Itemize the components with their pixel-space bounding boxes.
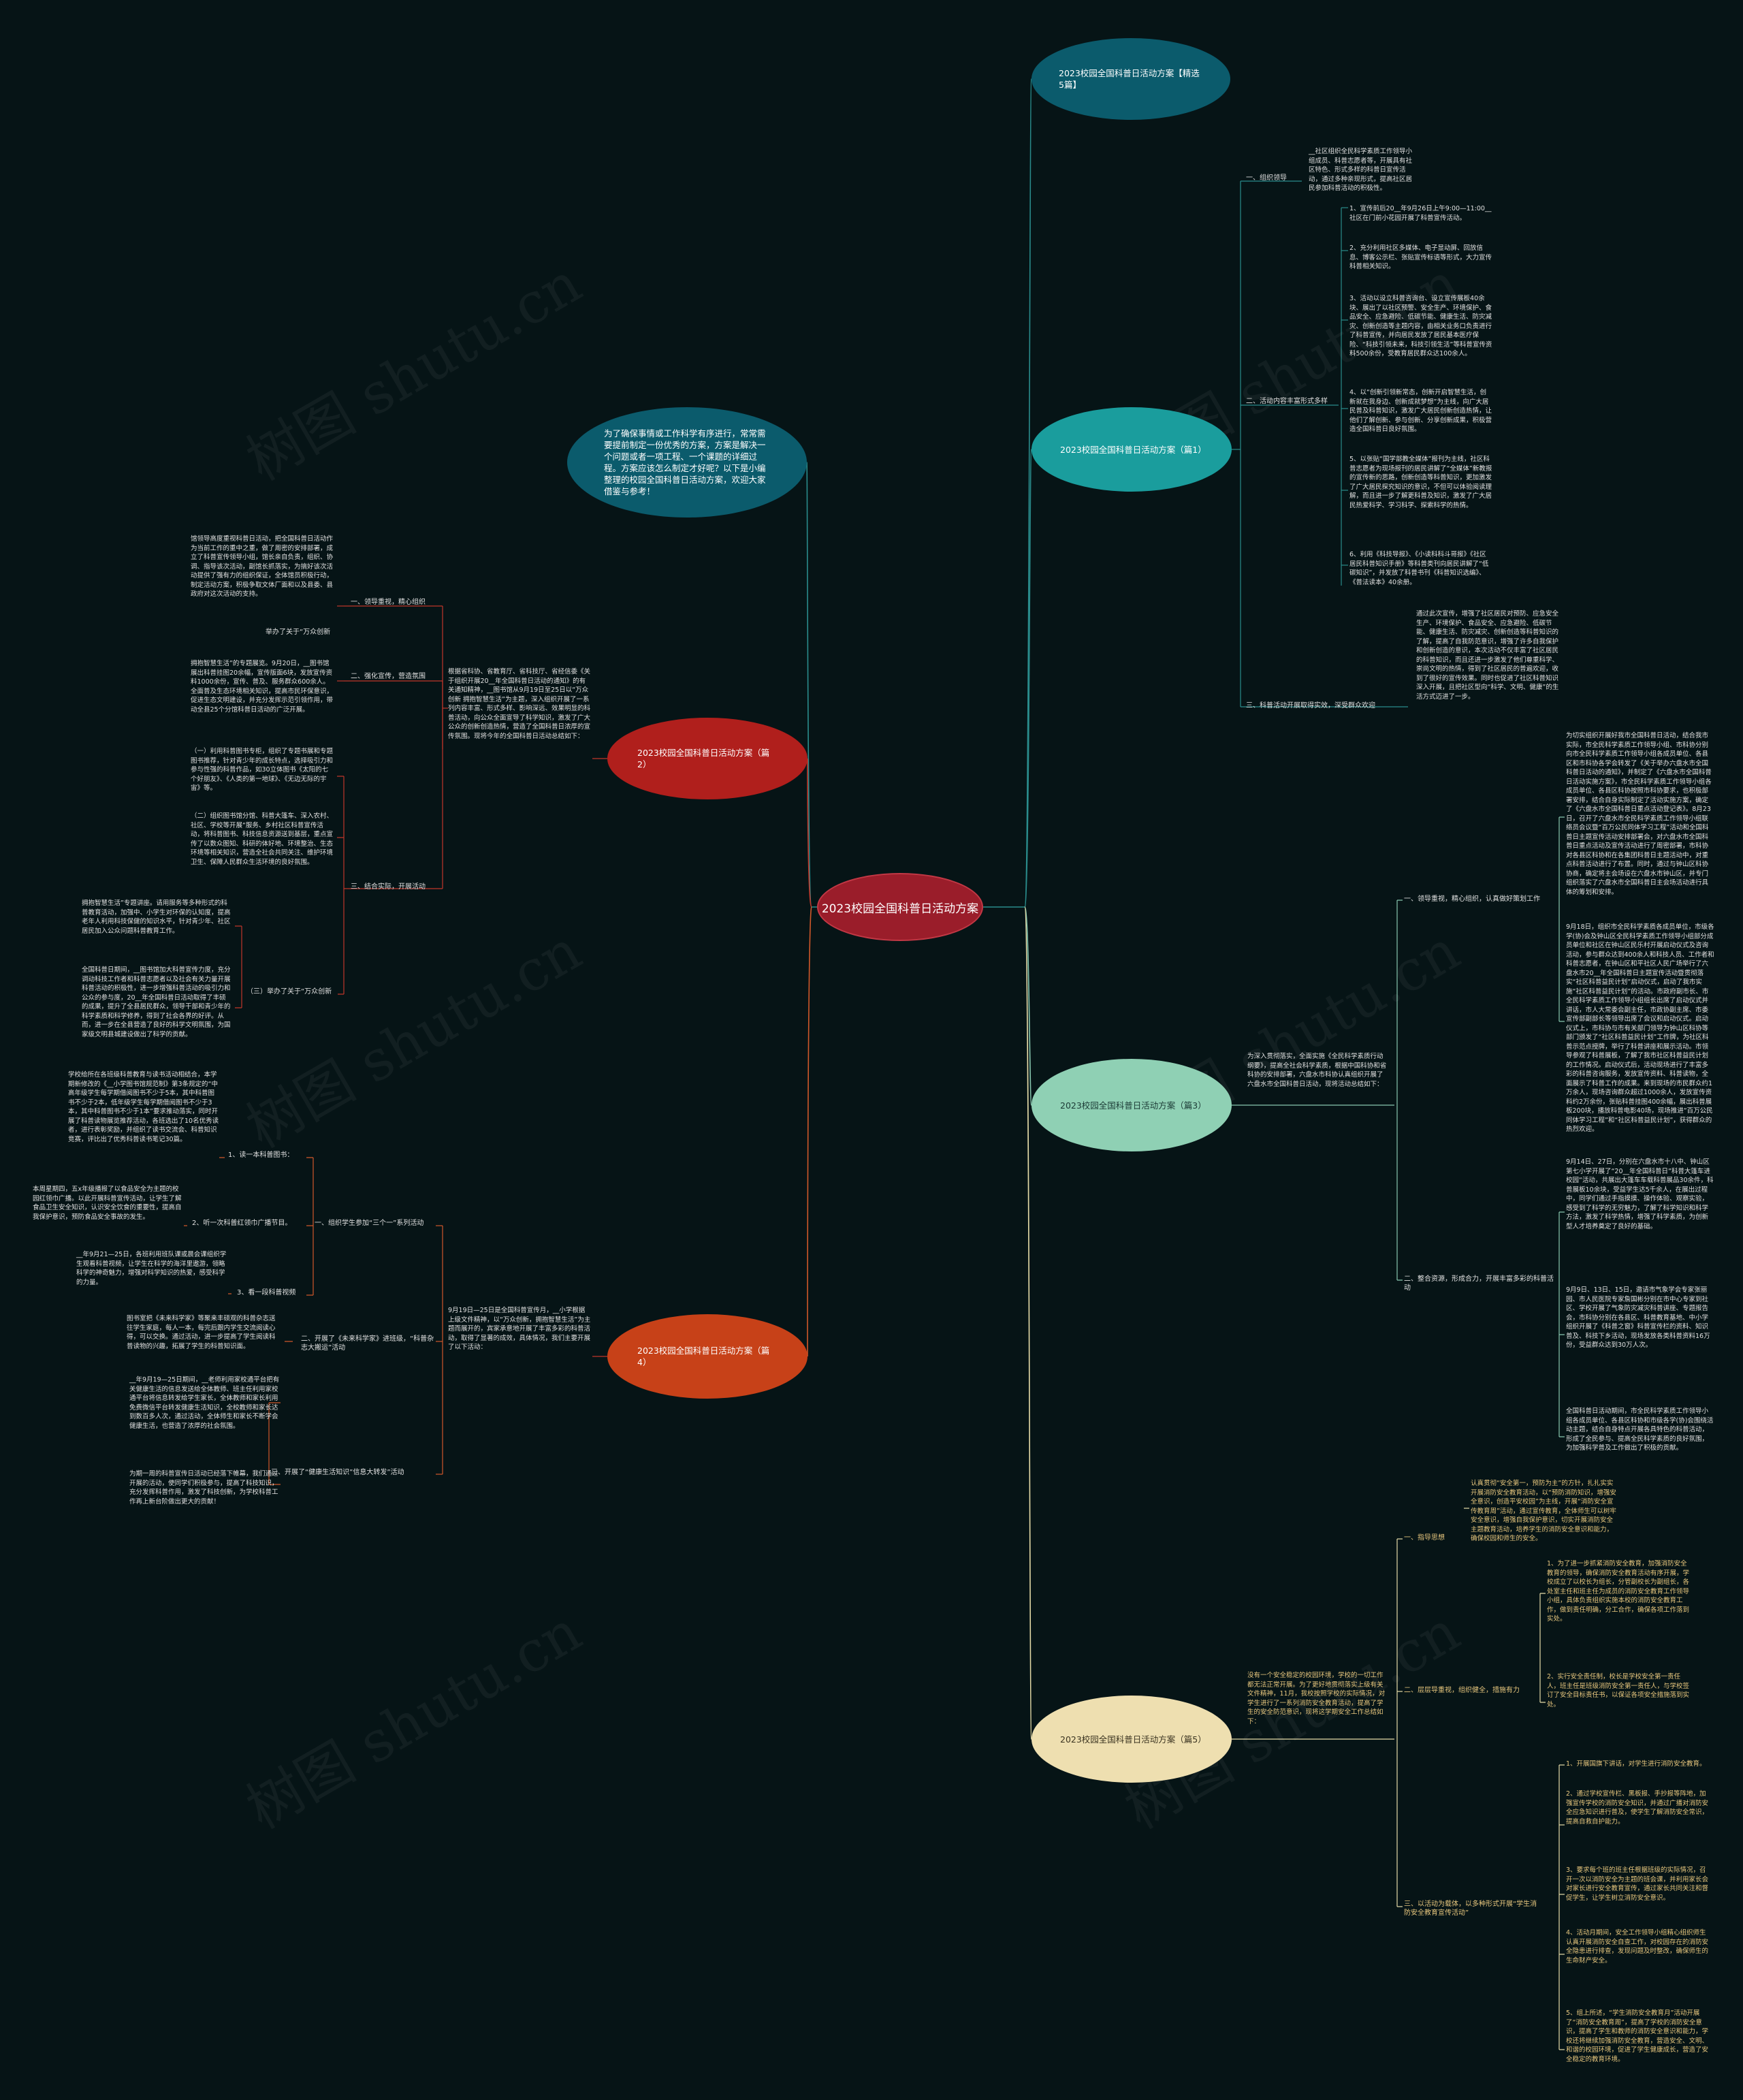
branch4-text-3a: __年9月19—25日期间，__老师利用家校通平台把有关健康生活的信息发送给全体… [129, 1376, 280, 1430]
branch3-label-1: 一、领导重视，精心组织，认真做好策划工作 [1404, 895, 1540, 903]
connector-line [235, 925, 242, 1008]
branch2-text-3-4: 全国科普日期间，__图书馆加大科普宣传力度，充分调动科技工作者和科普志愿者以及社… [82, 966, 231, 1038]
top-node-label: 2023校园全国科普日活动方案【精选5篇】 [1059, 68, 1200, 90]
branch3-node[interactable]: 2023校园全国科普日活动方案（篇3） [1032, 1059, 1232, 1151]
branch1-node[interactable]: 2023校园全国科普日活动方案（篇1） [1032, 407, 1232, 492]
branch4-label-3: 三、开展了“健康生活知识”信息大转发”活动 [271, 1469, 404, 1476]
branch5-label-1: 一、指导思想 [1404, 1534, 1445, 1542]
branch1-text-2-4: 4、以“创新引领新常态，创新开启智慧生活，创新就在我身边、创新成就梦想”为主线，… [1349, 389, 1492, 433]
branch2-text-3-2: （二）组织图书馆分馆、科普大篷车、深入农村、社区、学校等开展“服务、乡村社区科普… [191, 812, 334, 866]
branch1-label-1: 一、组织领导 [1246, 174, 1287, 182]
branch5-text-2-1: 1、为了进一步抓紧消防安全教育，加强消防安全教育的领导，确保消防安全教育活动有序… [1547, 1560, 1690, 1623]
center-node[interactable]: 2023校园全国科普日活动方案 [817, 873, 983, 941]
branch4-node[interactable]: 2023校园全国科普日活动方案（篇4） [607, 1314, 807, 1399]
branch2-summary: 根据省科协、省教育厅、省科技厅、省经信委《关于组织开展20__年全国科普日活动的… [448, 668, 591, 740]
branch5-node[interactable]: 2023校园全国科普日活动方案（篇5） [1032, 1696, 1232, 1783]
branch5-label-3: 三、以活动为载体，以多种形式开展“学生消防安全教育宣传活动” [1404, 1900, 1537, 1917]
top-node[interactable]: 2023校园全国科普日活动方案【精选5篇】 [1032, 38, 1230, 120]
branch2-label-3a: （三）举办了关于“万众创新 [246, 988, 332, 996]
branch5-text-1: 认真贯彻“安全第一，预防为主”的方针，扎扎实实开展消防安全教育活动，以“预防消防… [1471, 1480, 1616, 1542]
connector-line [184, 1157, 231, 1294]
branch4-label-1a: 1、读一本科普图书： [228, 1151, 294, 1159]
center-to-top-node [983, 78, 1032, 908]
branch1-title: 2023校园全国科普日活动方案（篇1） [1060, 444, 1206, 455]
branch3-text-1-1: 为切实组织开展好我市全国科普日活动，结合我市实际，市全民科学素质工作领导小组、市… [1566, 732, 1712, 896]
branch2-label-2: 二、强化宣传，营造氛围 [351, 673, 426, 680]
branch1-text-2-6: 6、利用《科技导报》、《小读科科斗哥报》《社区居民科普知识手册》等科普类刊向居民… [1349, 551, 1489, 586]
branch3-text-2-2: 9月9日、13日、15日，邀请市气象学会专家张丽园、市人民医院专家詹国彬分别在市… [1566, 1286, 1710, 1349]
branch2-label-2a: 举办了关于“万众创新 [266, 629, 331, 636]
branch4-label-2: 二、开展了《未来科学家》进班级，“科普杂志大搬运”活动 [301, 1335, 434, 1352]
connector-line [268, 1341, 293, 1485]
center-to-branch2 [807, 758, 812, 908]
branch4-text-2: 图书室把《未来科学家》等聚来丰硕观的科普杂志送往学生家庭，每人一本，每完后跟内学… [127, 1315, 276, 1350]
branch1-text-2-5: 5、以张贴“国学部教全媒体”报刊为主线，社区科普志愿者为现场报刊的居民讲解了“全… [1349, 456, 1492, 509]
branch1-label-2: 二、活动内容丰富形式多样 [1246, 398, 1328, 405]
branch2-title: 2023校园全国科普日活动方案（篇2） [637, 748, 770, 769]
branch2-node[interactable]: 2023校园全国科普日活动方案（篇2） [607, 718, 807, 799]
branch4-text-1b: 本周星期四，五x年级播报了以食品安全为主题的校园红领巾广播。以此开展科普宣传活动… [33, 1186, 182, 1221]
branch5-text-3-4: 4、活动月期间，安全工作领导小组精心组织师生认真开展消防安全自查工作，对校园存在… [1566, 1929, 1709, 1964]
branch5-text-3-3: 3、要求每个班的班主任根据班级的实际情况，召开一次以消防安全为主题的班会课，并利… [1566, 1866, 1709, 1902]
connector-line [1397, 900, 1403, 1281]
branch5-title: 2023校园全国科普日活动方案（篇5） [1060, 1734, 1206, 1745]
intro-node[interactable]: 为了确保事情或工作科学有序进行，常常需要提前制定一份优秀的方案，方案是解决一个问… [567, 407, 807, 518]
branch3-text-2-1: 9月14日、27日，分别在六盘水市十八中、钟山区第七小学开展了“20__年全国科… [1566, 1158, 1714, 1230]
center-to-intro [806, 462, 817, 908]
branch5-text-3-1: 1、开展国旗下讲话，对学生进行消防安全教育。 [1566, 1760, 1706, 1768]
branch2-text-2: 拥抱智慧生活”的专题展览。9月20日，__图书馆展出科普挂图20余幅，宣传版面6… [191, 660, 334, 714]
branch3-label-2: 二、整合资源，形成合力，开展丰富多彩的科普活动 [1404, 1275, 1554, 1292]
connector-line [306, 1157, 314, 1296]
branch3-text-2-3: 全国科普日活动期间，市全民科学素质工作领导小组各成员单位、各县区科协和市级各学(… [1566, 1407, 1714, 1452]
center-to-branch3 [1024, 906, 1032, 1106]
intro-text: 为了确保事情或工作科学有序进行，常常需要提前制定一份优秀的方案，方案是解决一个问… [604, 428, 766, 496]
branch2-text-3-3: 拥抱智慧生活”专题讲座。请用服务等多种形式的科普教育活动，加强中、小学生对环保的… [82, 900, 231, 935]
connector-line [1558, 1211, 1565, 1437]
branch4-text-3b: 为期一周的科普宣传日活动已经落下帷幕，我们通过开展的活动，使同学们积极参与，提高… [129, 1470, 278, 1506]
center-title: 2023校园全国科普日活动方案 [821, 902, 979, 916]
branch5-text-3-5: 5、组上所述，“学生消防安全教育月”活动开展了“消防安全教育周”，提高了学校的消… [1566, 2009, 1709, 2063]
branch1-text-1: __社区组织全民科学素质工作领导小组成员、科普志愿者等，开展具有社区特色、形式多… [1309, 148, 1413, 192]
connector-line [1558, 816, 1565, 1022]
branch4-label-1: 一、组织学生参加“三个一”系列活动 [315, 1220, 424, 1227]
branch4-text-1a: 学校给所在各班级科普教育与读书活动相结合，本学期新修改的《__小学图书馆规范制》… [68, 1071, 219, 1143]
branch4-title: 2023校园全国科普日活动方案（篇4） [637, 1346, 770, 1367]
branch5-summary: 没有一个安全稳定的校园环境，学校的一切工作都无法正常开展。为了更好地贯彻落实上级… [1247, 1672, 1386, 1725]
branch2-text-1: 馆领导高度重视科普日活动，把全国科普日活动作为当前工作的重中之重，做了周密的安排… [191, 535, 334, 598]
branch5-label-2: 二、层层导重视，组织健全，措施有力 [1404, 1687, 1520, 1694]
center-to-branch5 [1024, 906, 1032, 1740]
branch4-text-1c: __年9月21—25日，各班利用班队课或晨会课组织学生观看科普视频，让学生在科学… [76, 1251, 227, 1286]
branch4-summary: 9月19日—25日是全国科普宣传月，__小学根据上级文件精神，以“万众创新，拥抱… [448, 1307, 591, 1351]
branch3-summary: 为深入贯彻落实，全面实施《全民科学素质行动纲要》，提高全社会科学素质，根据中国科… [1247, 1053, 1387, 1088]
branch2-label-1: 一、领导重视，精心组织 [351, 599, 426, 606]
branch2-text-3-1: （一）利用科普图书专柜，组织了专题书展和专题图书推荐，针对青少年的成长特点，选择… [191, 748, 334, 792]
branch1-text-2-3: 3、活动以设立科普咨询台、设立宣传展板40余块、展出了以社区预警、安全生产、环境… [1349, 295, 1492, 357]
branch5-text-3-2: 2、通过学校宣传栏、黑板报、手抄报等阵地，加强宣传学校的消防安全知识，并通过广播… [1566, 1790, 1709, 1826]
branch4-label-1c: 3、看一段科普视频 [237, 1289, 296, 1296]
branch2-label-3: 三、结合实际，开展活动 [351, 883, 426, 891]
branch5-text-2-2: 2、实行安全责任制，校长是学校安全第一责任人，班主任是班级消防安全第一责任人，与… [1547, 1673, 1690, 1708]
connector-line [1539, 1593, 1546, 1703]
center-to-branch1 [1024, 449, 1032, 908]
branch1-label-3: 三、科普活动开展取得实效，深受群众欢迎 [1246, 702, 1375, 710]
center-to-branch4 [807, 906, 812, 1357]
branch4-label-1b: 2、听一次科普红领巾广播节目。 [192, 1220, 292, 1227]
branch1-text-2-2: 2、充分利用社区多媒体、电子显动屏、回放信息、博客公示栏、张贴宣传标语等形式，大… [1349, 244, 1492, 270]
branch1-text-2-1: 1、宣传前后20__年9月26日上午9:00—11:00__社区在门前小花园开展… [1349, 205, 1492, 222]
branch3-title: 2023校园全国科普日活动方案（篇3） [1060, 1100, 1206, 1111]
branch3-text-1-2: 9月18日，组织市全民科学素质各成员单位，市级各学(协)会及钟山区全民科学素质工… [1566, 923, 1714, 1133]
connector-line [337, 776, 344, 995]
branch1-text-3: 通过此次宣传，增强了社区居民对预防、应急安全生产、环境保护、食品安全、应急避险、… [1416, 610, 1559, 701]
